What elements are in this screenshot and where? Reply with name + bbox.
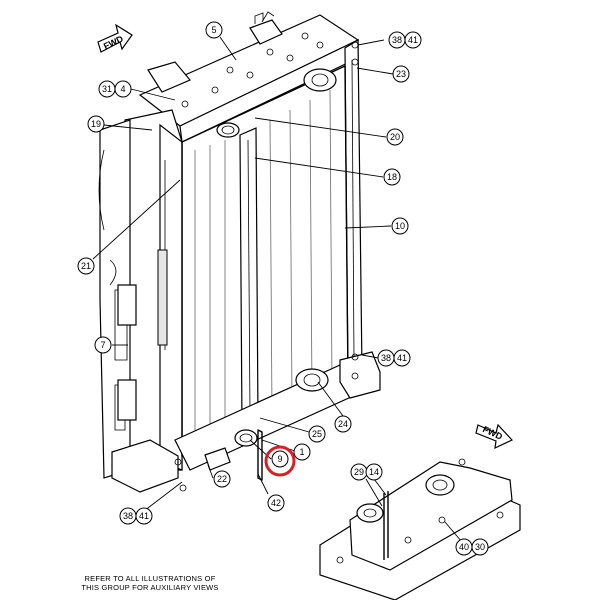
callout-14: 14 — [365, 463, 383, 481]
svg-text:18: 18 — [387, 172, 397, 182]
fwd-arrow-aux: FWD — [475, 423, 514, 450]
callout-10: 10 — [391, 217, 409, 235]
svg-text:38: 38 — [392, 35, 402, 45]
note-line-1: REFER TO ALL ILLUSTRATIONS OF — [84, 574, 216, 583]
callout-41-mid: 41 — [393, 349, 411, 367]
svg-text:31: 31 — [102, 84, 112, 94]
callout-42: 42 — [267, 494, 285, 512]
svg-text:1: 1 — [299, 447, 304, 457]
callout-41-bottom: 41 — [135, 507, 153, 525]
auxiliary-view — [319, 458, 521, 600]
base-mount-right — [339, 351, 381, 399]
sight-glass — [157, 249, 168, 346]
callout-7: 7 — [94, 336, 112, 354]
svg-text:40: 40 — [459, 542, 469, 552]
svg-text:41: 41 — [397, 353, 407, 363]
svg-text:24: 24 — [338, 419, 348, 429]
auxiliary-views-note: REFER TO ALL ILLUSTRATIONS OF THIS GROUP… — [30, 574, 270, 592]
callout-9: 9 — [271, 450, 289, 468]
top-bracket-left — [147, 61, 191, 93]
callout-23: 23 — [392, 65, 410, 83]
svg-text:20: 20 — [390, 132, 400, 142]
svg-text:7: 7 — [100, 340, 105, 350]
svg-text:38: 38 — [123, 511, 133, 521]
svg-text:22: 22 — [217, 474, 227, 484]
callout-38-bottom: 38 — [119, 507, 137, 525]
svg-text:5: 5 — [211, 25, 216, 35]
svg-text:23: 23 — [396, 69, 406, 79]
callout-38-mid: 38 — [377, 349, 395, 367]
svg-text:25: 25 — [312, 429, 322, 439]
callout-30: 30 — [471, 538, 489, 556]
svg-text:42: 42 — [271, 498, 281, 508]
svg-text:41: 41 — [139, 511, 149, 521]
callout-25: 25 — [308, 425, 326, 443]
callout-41-top: 41 — [404, 31, 422, 49]
base-mount-left — [111, 439, 179, 493]
callout-19: 19 — [87, 115, 105, 133]
svg-text:4: 4 — [120, 84, 125, 94]
svg-text:19: 19 — [91, 119, 101, 129]
callout-20: 20 — [386, 128, 404, 146]
callout-31: 31 — [98, 80, 116, 98]
callout-24: 24 — [334, 415, 352, 433]
callout-1: 1 — [293, 443, 311, 461]
svg-text:10: 10 — [395, 221, 405, 231]
highlight-ring-9 — [264, 445, 296, 477]
fwd-arrow-top: FWD — [97, 23, 133, 53]
callout-21: 21 — [77, 257, 95, 275]
svg-text:9: 9 — [277, 454, 282, 464]
callout-5: 5 — [205, 21, 223, 39]
svg-text:21: 21 — [81, 261, 91, 271]
top-bracket-right — [249, 19, 283, 45]
callout-22: 22 — [213, 470, 231, 488]
svg-text:14: 14 — [369, 467, 379, 477]
radiator-assembly — [98, 11, 381, 493]
callout-4: 4 — [114, 80, 132, 98]
svg-text:41: 41 — [408, 35, 418, 45]
callout-38-top: 38 — [388, 31, 406, 49]
callout-29: 29 — [350, 463, 368, 481]
note-line-2: THIS GROUP FOR AUXILIARY VIEWS — [81, 583, 219, 592]
callout-18: 18 — [383, 168, 401, 186]
svg-text:38: 38 — [381, 353, 391, 363]
callout-40: 40 — [455, 538, 473, 556]
svg-text:29: 29 — [354, 467, 364, 477]
svg-text:30: 30 — [475, 542, 485, 552]
